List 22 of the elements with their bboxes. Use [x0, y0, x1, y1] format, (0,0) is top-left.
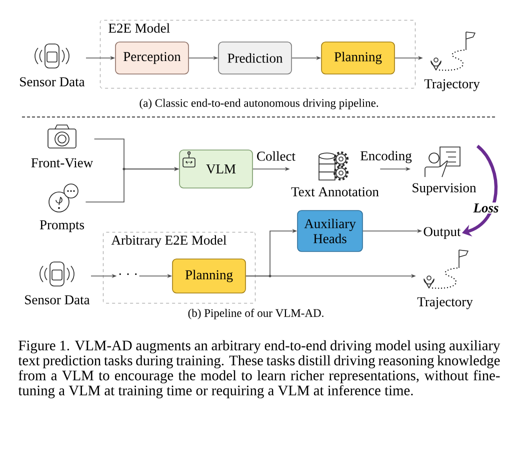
icon-label: Sensor Data	[20, 77, 85, 86]
edge-label: Loss	[472, 202, 500, 214]
icon-label: Sensor Data	[25, 295, 90, 304]
icon-label: Front-View	[31, 158, 94, 168]
figure-caption: Figure 1. VLM-AD augments an arbitrary end-to-end driving model using auxiliary text prediction tasks during training. These tasks distill driving reasoning knowledge from a VLM to encourage the model to learn richer representations, without fine-tuning a VLM at training time or requiring a VLM at inference time.	[18, 340, 500, 398]
icon-label: Prompts	[40, 220, 84, 232]
node-text: Output	[424, 227, 461, 239]
process-box: Auxiliary Heads	[297, 210, 363, 252]
process-box: Perception	[115, 42, 189, 74]
process-box: VLM	[179, 150, 253, 188]
icon-label: Trajectory	[424, 79, 480, 92]
edge-label: Encoding	[359, 150, 413, 164]
icon-label: Text Annotation	[291, 187, 379, 196]
process-box: Prediction	[218, 42, 292, 74]
icon-label: Trajectory	[417, 297, 473, 310]
node-text: · · ·	[119, 273, 137, 275]
icon-label: Supervision	[412, 183, 476, 196]
subfigure-caption: (a) Classic end-to-end autonomous driving pipeline.	[140, 98, 378, 110]
subfigure-caption: (b) Pipeline of our VLM-AD.	[188, 308, 324, 320]
edge-label: Collect	[256, 150, 296, 162]
process-box: Planning	[172, 258, 246, 294]
process-box: Planning	[321, 42, 395, 74]
